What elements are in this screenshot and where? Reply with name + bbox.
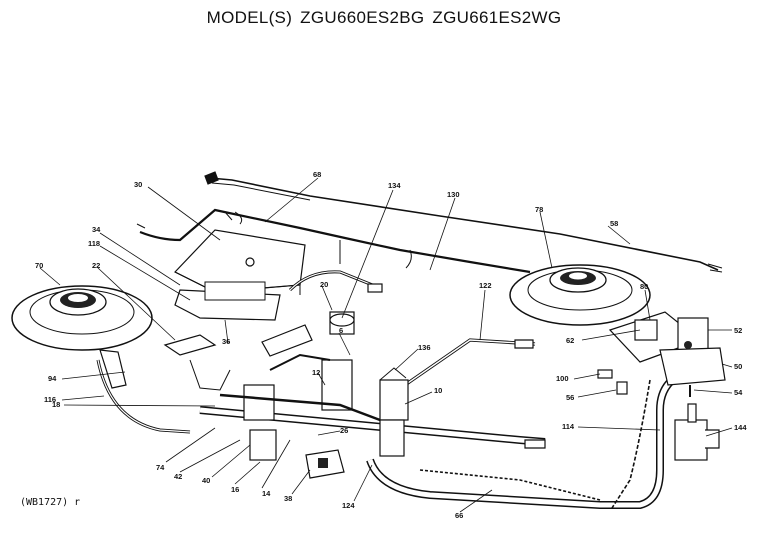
callout-42: 42 xyxy=(174,472,182,481)
callout-130: 130 xyxy=(447,190,460,199)
callout-136: 136 xyxy=(418,343,431,352)
spark-leads xyxy=(288,270,383,293)
callout-labels: 30 68 134 130 78 58 34 118 70 22 20 122 … xyxy=(35,170,747,520)
callout-80: 80 xyxy=(640,282,648,291)
callout-124: 124 xyxy=(342,501,355,510)
gas-shutoff-valve xyxy=(674,403,720,461)
title-model-1: ZGU660ES2BG xyxy=(300,8,425,27)
callout-122: 122 xyxy=(479,281,492,290)
callout-70: 70 xyxy=(35,261,43,270)
leader-lines xyxy=(39,177,733,513)
callout-40: 40 xyxy=(202,476,210,485)
callout-52: 52 xyxy=(734,326,742,335)
callout-116: 116 xyxy=(44,395,56,404)
title-prefix: MODEL(S) xyxy=(206,8,293,27)
diagram-title: MODEL(S) ZGU660ES2BG ZGU661ES2WG xyxy=(0,8,768,28)
right-burner xyxy=(509,264,651,326)
burner-tube-rear xyxy=(404,338,536,387)
callout-66: 66 xyxy=(455,511,463,520)
callout-30: 30 xyxy=(134,180,142,189)
callout-94: 94 xyxy=(48,374,57,383)
callout-10: 10 xyxy=(434,386,442,395)
callout-18: 18 xyxy=(52,400,60,409)
callout-12: 12 xyxy=(312,368,320,377)
callout-36: 36 xyxy=(222,337,230,346)
callout-50: 50 xyxy=(734,362,742,371)
callout-54: 54 xyxy=(734,388,743,397)
thermocouple-wire xyxy=(611,379,651,509)
drawing-code: (WB1727) r xyxy=(20,497,81,508)
spark-module-bracket xyxy=(174,281,281,321)
pressure-regulator-assembly xyxy=(608,311,726,386)
callout-114: 114 xyxy=(562,422,575,431)
spark-switch xyxy=(305,449,345,479)
callout-34: 34 xyxy=(92,225,101,234)
callout-6: 6 xyxy=(339,326,343,335)
callout-118: 118 xyxy=(88,239,100,248)
callout-62: 62 xyxy=(566,336,574,345)
callout-26: 26 xyxy=(340,426,348,435)
burner-valves xyxy=(219,311,409,461)
callout-56: 56 xyxy=(566,393,574,402)
callout-58: 58 xyxy=(610,219,618,228)
callout-78: 78 xyxy=(535,205,543,214)
left-burner xyxy=(11,285,191,434)
power-cord xyxy=(204,171,723,273)
callout-14: 14 xyxy=(262,489,271,498)
callout-100: 100 xyxy=(556,374,569,383)
ignitor-bracket xyxy=(163,324,313,391)
orifice-fitting xyxy=(514,339,546,449)
callout-22: 22 xyxy=(92,261,100,270)
callout-16: 16 xyxy=(231,485,239,494)
callout-20: 20 xyxy=(320,280,328,289)
title-model-2: ZGU661ES2WG xyxy=(432,8,562,27)
callout-38: 38 xyxy=(284,494,292,503)
callout-74: 74 xyxy=(156,463,165,472)
callout-68: 68 xyxy=(313,170,321,179)
callout-144: 144 xyxy=(734,423,747,432)
wire-harness xyxy=(136,208,531,274)
callout-134: 134 xyxy=(388,181,401,190)
